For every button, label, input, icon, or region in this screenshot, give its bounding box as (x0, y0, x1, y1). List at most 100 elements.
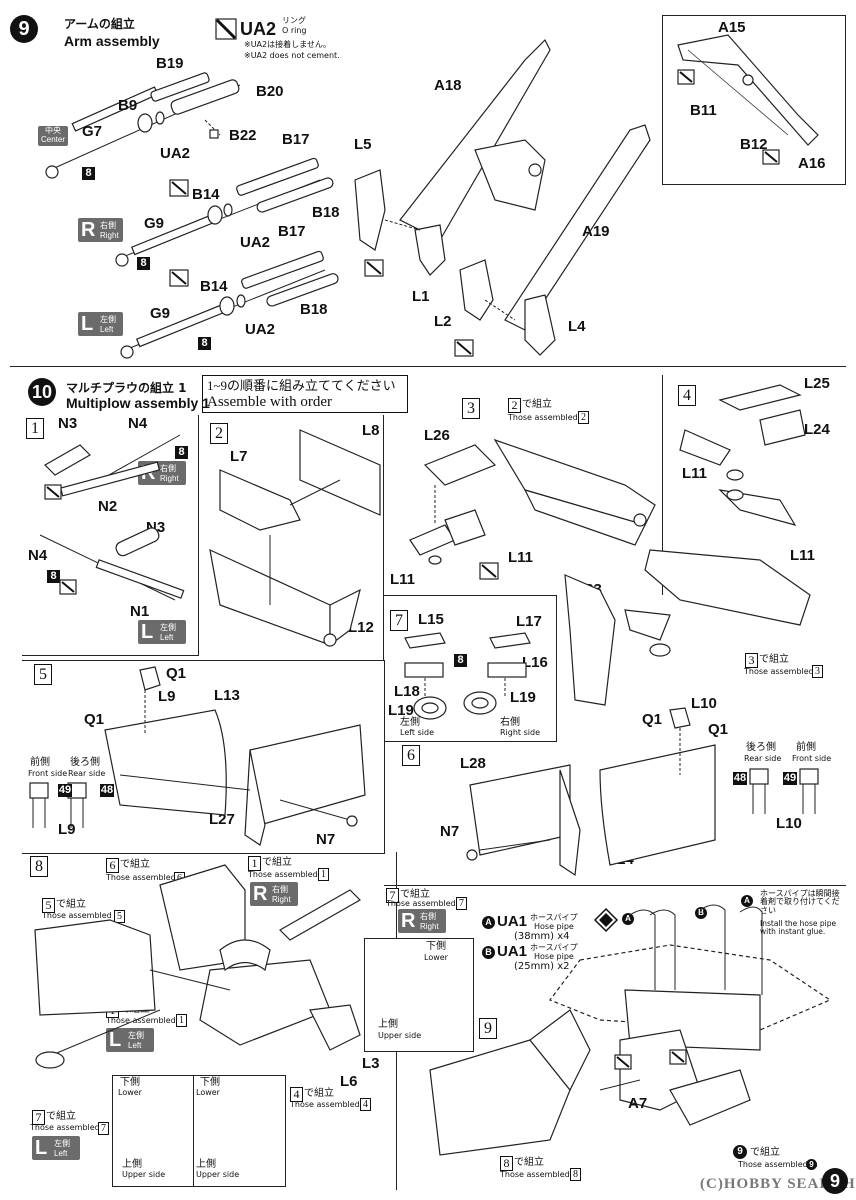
right-tag-letter: R (81, 219, 96, 241)
no-cement-icon (215, 18, 237, 40)
substep5-number: 5 (34, 664, 52, 685)
sub1-drawing-top (44, 434, 181, 500)
sub6-rear-jp: 後ろ側 (746, 742, 776, 753)
label-a19: A19 (582, 223, 610, 240)
sub8-ref1-jp: で組立 (262, 857, 292, 868)
label-b17a: B17 (282, 131, 310, 148)
inset-mid-lower-jp: 下側 (200, 1077, 220, 1088)
label-a18: A18 (434, 77, 462, 94)
substep3-number: 3 (462, 398, 480, 419)
sub4-l11b: L11 (790, 547, 816, 564)
inset-right-upper-jp: 上側 (378, 1019, 398, 1030)
sub9-a7: A7 (628, 1095, 648, 1112)
label-l4: L4 (568, 318, 586, 335)
label-b22: B22 (229, 127, 257, 144)
substep2-number: 2 (210, 423, 228, 444)
sub5-tag-49: 49 (58, 784, 72, 797)
sub8-ref1c-en: Those assembled in (106, 1016, 186, 1025)
sub1-n2: N2 (98, 498, 118, 515)
sub8-left-en-b: Left (54, 1149, 68, 1158)
sub9-ua1a-jp: ホースパイプ (530, 913, 578, 922)
part-tree-8b: 8 (137, 257, 150, 270)
substep3-ref2: 2 (578, 411, 589, 424)
sub8-left-jp-b: 左側 (54, 1139, 70, 1148)
right-tag-jp: 右側 (100, 221, 116, 230)
sub7-left-jp: 左側 (400, 717, 420, 728)
step10-number: 10 (28, 378, 56, 406)
substep-frame-3 (390, 375, 663, 595)
sub1-left-tag: L 左側 Left (138, 620, 186, 644)
sub8-left-en-a: Left (128, 1041, 142, 1050)
sub6-l28: L28 (460, 755, 486, 772)
sub5-drawing (104, 666, 366, 846)
sub1-tree-8a: 8 (175, 446, 188, 459)
ua2-note-jp: ※UA2は接着しません。 (244, 40, 331, 49)
sub8-l3: L3 (362, 1055, 380, 1072)
label-l5: L5 (354, 136, 372, 153)
label-b19: B19 (156, 55, 184, 72)
step9-title-jp: アームの組立 (64, 17, 135, 31)
sub3-l26: L26 (424, 427, 450, 444)
sub8-l6: L6 (340, 1073, 358, 1090)
sub6-q1b: Q1 (708, 721, 729, 738)
sub6-tag-48: 48 (733, 772, 747, 785)
sub8-ref1-en: Those assembled in (248, 870, 328, 879)
right-tag-a: R 右側 Right (78, 218, 123, 242)
sub8-right-en-b: Right (420, 922, 439, 931)
sub8-ref7cb: 7 (98, 1122, 109, 1135)
center-jp: 中央 (45, 126, 61, 135)
arm-left-drawing (120, 250, 339, 359)
center-en: Center (40, 135, 65, 144)
sub8-ref7b: 7 (456, 897, 467, 910)
sub9-mark-a: A (482, 916, 495, 929)
substep4-number: 4 (678, 385, 696, 406)
sub7-drawing (404, 632, 531, 720)
sub1-right-jp: 右側 (160, 464, 176, 473)
sub8-ref7c: 7 (32, 1110, 45, 1125)
sub9-ua1a-len: (38mm) x4 (514, 931, 570, 942)
label-ua2c: UA2 (245, 321, 276, 338)
sub8-ref6: 6 (106, 858, 119, 873)
sub5-q1b: Q1 (84, 711, 105, 728)
sub8-ref5-en: Those assembled in (42, 911, 122, 920)
glue-diamond-icon (593, 907, 619, 933)
sub8-ref6-jp: で組立 (120, 859, 150, 870)
sub6-small-parts (749, 768, 819, 814)
sub8-ref4-en: Those assembled in (290, 1100, 370, 1109)
sub4-l25: L25 (804, 375, 830, 392)
sub1-left-en: Left (160, 633, 174, 642)
sub5-tag-48: 48 (100, 784, 114, 797)
sub8-inset-left (112, 1075, 194, 1187)
arm-inset-box (662, 15, 846, 185)
sub8-left-tag-a: L 左側 Left (106, 1028, 154, 1052)
sub5-small-parts (29, 782, 87, 828)
inset-left-lower-en: Lower (118, 1088, 142, 1097)
inset-left-upper-en: Upper side (122, 1170, 166, 1179)
sub5-q1a: Q1 (166, 665, 187, 682)
substep9-number: 9 (479, 1018, 497, 1039)
sub8-left-jp-a: 左側 (128, 1031, 144, 1040)
order-note: 1~9の順番に組み立ててください Assemble with order (202, 375, 408, 413)
sub9-ref8b: 8 (570, 1168, 581, 1181)
sub1-n1: N1 (130, 603, 150, 620)
substep4-ref2: 3 (812, 665, 823, 678)
sub9-ref9b: 9 (806, 1159, 817, 1170)
sub7-l19b: L19 (510, 689, 536, 706)
label-b17b: B17 (278, 223, 306, 240)
sub3-l11b: L11 (390, 571, 416, 588)
inset-right-lower-jp: 下側 (426, 941, 446, 952)
sub1-drawing-bottom (39, 527, 185, 601)
label-b12: B12 (740, 136, 768, 153)
inset-right-lower-en: Lower (424, 953, 448, 962)
sub8-left-tag-b: L 左側 Left (32, 1136, 80, 1160)
sub1-tree-8b: 8 (47, 570, 60, 583)
substep4-ref-jp: で組立 (759, 654, 789, 665)
sub9-callout-a1: A (622, 913, 634, 925)
sub6-l10a: L10 (691, 695, 717, 712)
label-b14a: B14 (192, 186, 220, 203)
sub9-ref8-en: Those assembled in (500, 1170, 580, 1179)
inset-mid-upper-jp: 上側 (196, 1159, 216, 1170)
sub9-ua1a: UA1 (497, 913, 528, 930)
label-b9: B9 (118, 97, 138, 114)
substep3-ref: 2 (508, 398, 521, 413)
